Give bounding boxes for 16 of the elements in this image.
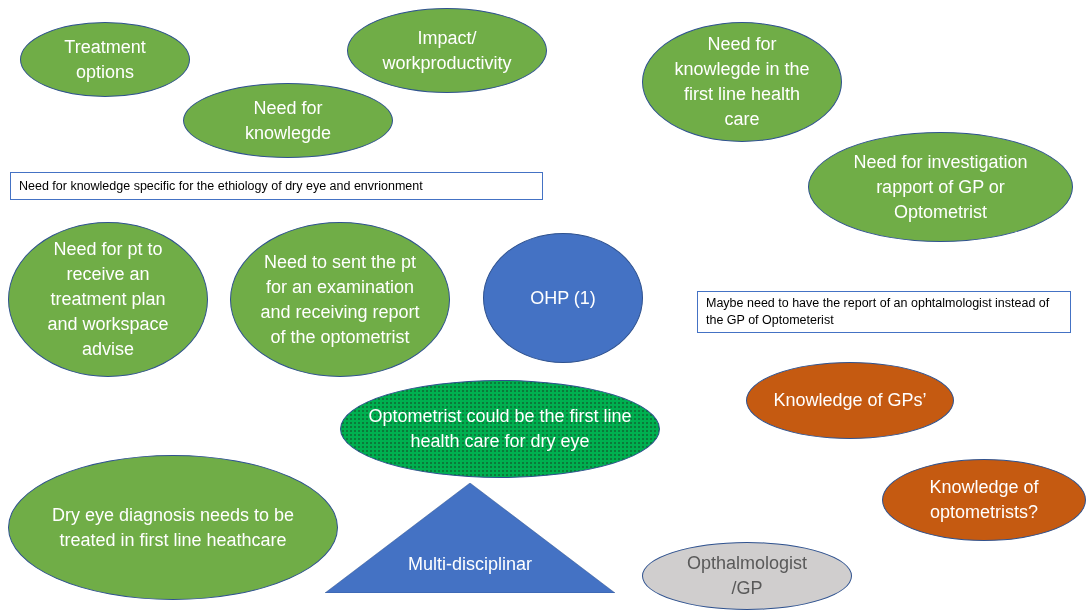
- topic-ellipse: Need for investigation rapport of GP or Optometrist: [808, 132, 1073, 242]
- topic-ellipse: Dry eye diagnosis needs to be treated in first line heathcare: [8, 455, 338, 600]
- topic-ellipse: Optometrist could be the first line health care for dry eye: [340, 380, 660, 478]
- topic-ellipse: Impact/ workproductivity: [347, 8, 547, 93]
- topic-ellipse: Need to sent the pt for an examination and receiving report of the optometrist: [230, 222, 450, 377]
- topic-ellipse: OHP (1): [483, 233, 643, 363]
- note-box: Need for knowledge specific for the ethiology of dry eye and envrionment: [10, 172, 543, 200]
- triangle-label: Multi-disciplinar: [408, 554, 532, 575]
- topic-ellipse: Need for pt to receive an treatment plan and workspace advise: [8, 222, 208, 377]
- topic-ellipse: Treatment options: [20, 22, 190, 97]
- note-box: Maybe need to have the report of an ophtalmologist instead of the GP of Optometerist: [697, 291, 1071, 333]
- topic-ellipse: Knowledge of optometrists?: [882, 459, 1086, 541]
- topic-ellipse: Need for knowlegde in the first line health care: [642, 22, 842, 142]
- topic-ellipse: Need for knowlegde: [183, 83, 393, 158]
- topic-ellipse: Opthalmologist /GP: [642, 542, 852, 610]
- topic-ellipse: Knowledge of GPs’: [746, 362, 954, 439]
